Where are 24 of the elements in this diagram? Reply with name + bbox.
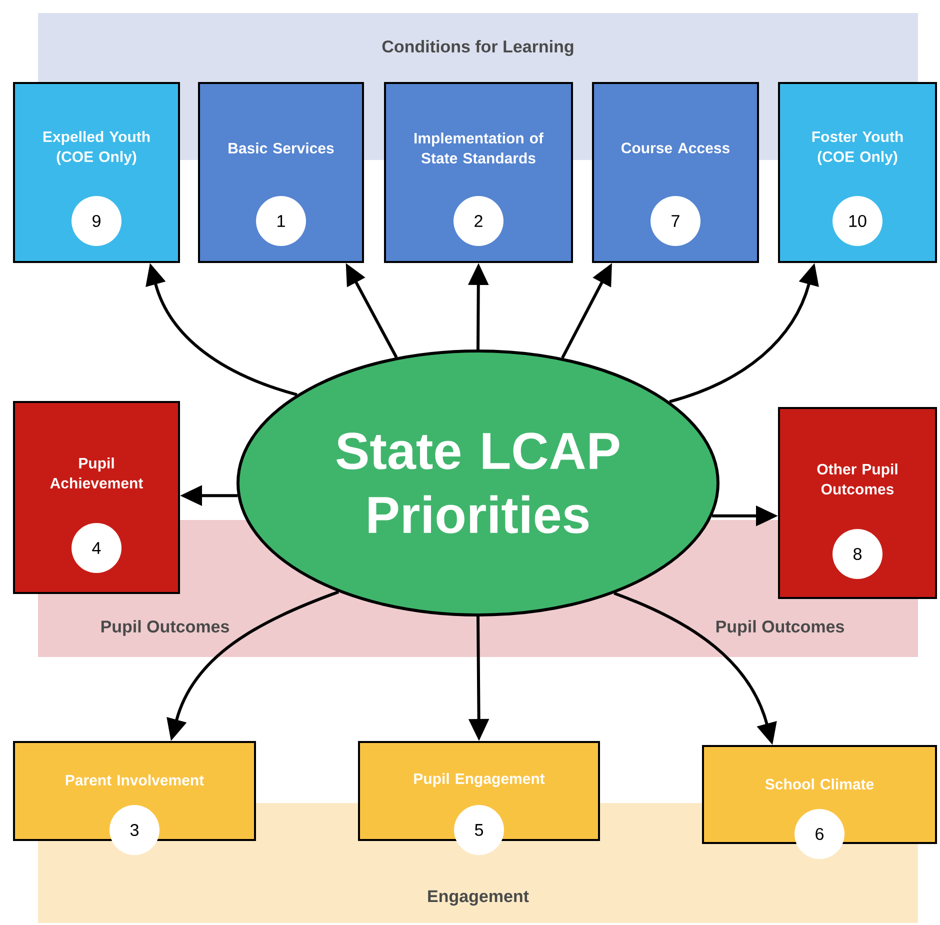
number-badge: 2 (454, 196, 504, 246)
priority-box: Expelled Youth (COE Only) 9 (13, 82, 180, 263)
priority-box: Foster Youth (COE Only) 10 (778, 82, 937, 263)
number-badge: 8 (832, 529, 882, 579)
number-badge: 5 (454, 805, 504, 855)
number-badge: 10 (832, 196, 882, 246)
band-label: Pupil Outcomes (101, 620, 229, 636)
priority-box: Implementation of State Standards 2 (384, 82, 573, 263)
priority-box: Pupil Engagement 5 (358, 741, 600, 855)
priority-box: Parent Involvement 3 (13, 741, 256, 855)
priority-box: Basic Services 1 (198, 82, 364, 263)
band-label: Engagement (428, 890, 529, 906)
number-badge: 9 (72, 196, 122, 246)
number-badge: 7 (650, 196, 700, 246)
priority-box: Other Pupil Outcomes 8 (778, 407, 937, 599)
priority-box: Course Access 7 (592, 82, 759, 263)
number-badge: 3 (110, 805, 160, 855)
number-badge: 6 (794, 809, 844, 859)
band-label: Pupil Outcomes (716, 620, 844, 636)
band-label: Conditions for Learning (382, 40, 574, 56)
number-badge: 4 (72, 523, 122, 573)
priority-box: School Climate 6 (702, 745, 937, 859)
priority-box: Pupil Achievement 4 (13, 401, 180, 594)
number-badge: 1 (256, 196, 306, 246)
